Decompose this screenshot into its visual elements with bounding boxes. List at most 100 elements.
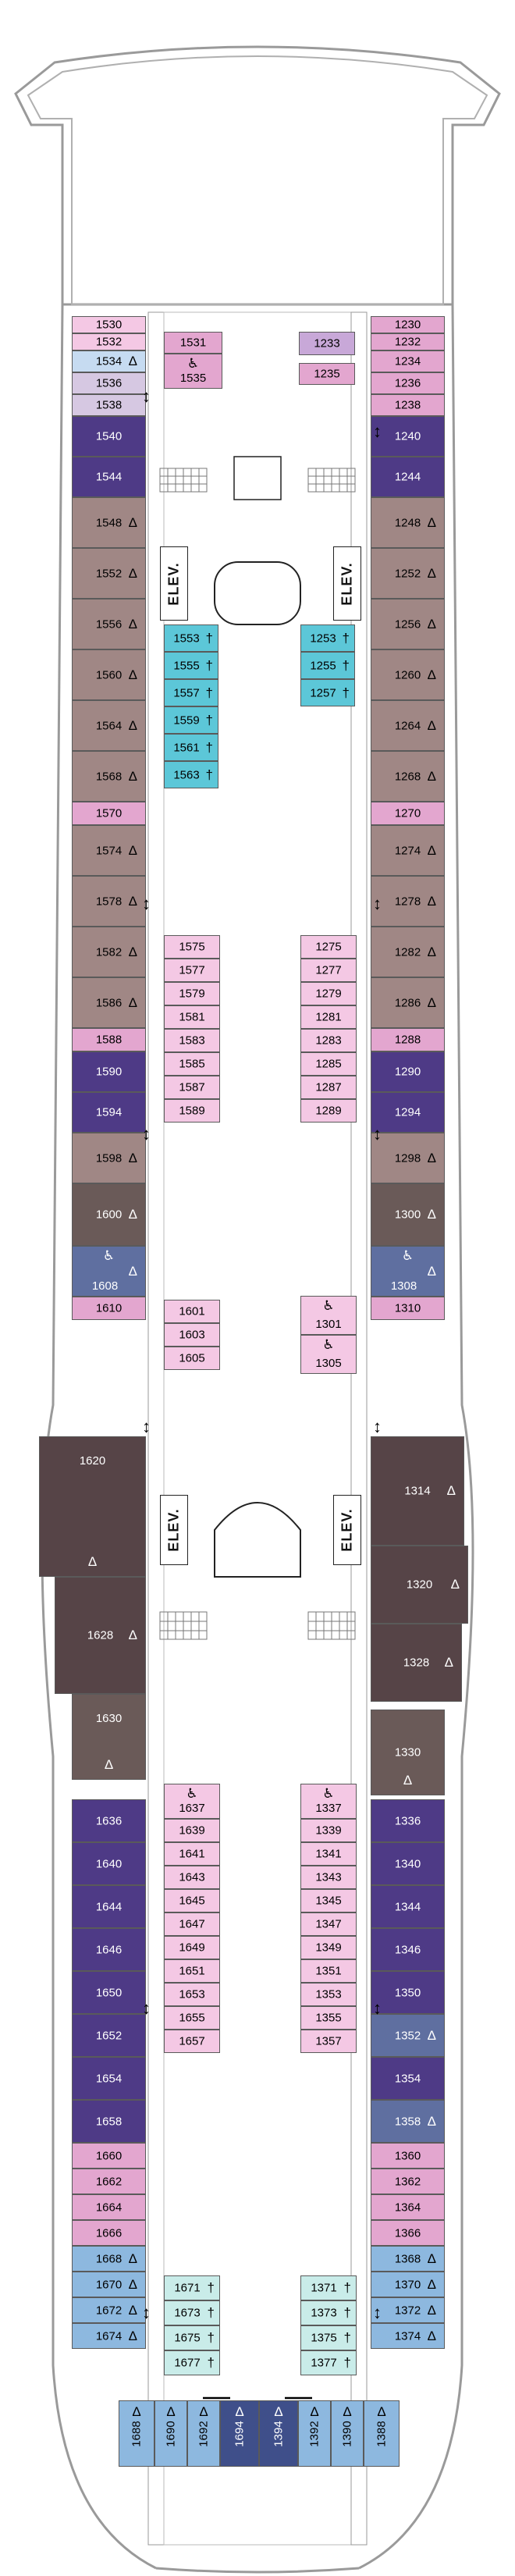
cabin-1366[interactable]: 1366 [371, 2220, 445, 2246]
cabin-1357[interactable]: 1357 [300, 2030, 357, 2053]
cabin-1345[interactable]: 1345 [300, 1889, 357, 1912]
cabin-1601[interactable]: 1601 [164, 1300, 220, 1323]
cabin-1253[interactable]: 1253† [300, 624, 355, 652]
cabin-1594[interactable]: 1594 [72, 1092, 146, 1133]
cabin-1351[interactable]: 1351 [300, 1959, 357, 1983]
cabin-1664[interactable]: 1664 [72, 2194, 146, 2220]
cabin-1364[interactable]: 1364 [371, 2194, 445, 2220]
cabin-1605[interactable]: 1605 [164, 1347, 220, 1370]
cabin-1375[interactable]: 1375† [300, 2325, 357, 2350]
cabin-1647[interactable]: 1647 [164, 1912, 220, 1936]
cabin-1240[interactable]: 1240 [371, 416, 445, 457]
cabin-1645[interactable]: 1645 [164, 1889, 220, 1912]
cabin-1654[interactable]: 1654 [72, 2057, 146, 2100]
cabin-1340[interactable]: 1340 [371, 1842, 445, 1885]
cabin-1636[interactable]: 1636 [72, 1799, 146, 1842]
cabin-1305[interactable]: 1305♿ [300, 1335, 357, 1374]
cabin-1339[interactable]: 1339 [300, 1819, 357, 1842]
cabin-1536[interactable]: 1536 [72, 372, 146, 394]
cabin-1639[interactable]: 1639 [164, 1819, 220, 1842]
cabin-1255[interactable]: 1255† [300, 652, 355, 679]
cabin-1577[interactable]: 1577 [164, 959, 220, 982]
cabin-1236[interactable]: 1236 [371, 372, 445, 394]
cabin-1234[interactable]: 1234 [371, 350, 445, 372]
cabin-1353[interactable]: 1353 [300, 1983, 357, 2006]
cabin-1585[interactable]: 1585 [164, 1052, 220, 1076]
cabin-1347[interactable]: 1347 [300, 1912, 357, 1936]
cabin-1658[interactable]: 1658 [72, 2100, 146, 2143]
cabin-1650[interactable]: 1650 [72, 1971, 146, 2014]
cabin-1230[interactable]: 1230 [371, 316, 445, 333]
cabin-1285[interactable]: 1285 [300, 1052, 357, 1076]
cabin-1644[interactable]: 1644 [72, 1885, 146, 1928]
cabin-1532[interactable]: 1532 [72, 333, 146, 350]
cabin-1232[interactable]: 1232 [371, 333, 445, 350]
cabin-1540[interactable]: 1540 [72, 416, 146, 457]
cabin-1287[interactable]: 1287 [300, 1076, 357, 1099]
cabin-1238[interactable]: 1238 [371, 394, 445, 416]
cabin-1341[interactable]: 1341 [300, 1842, 357, 1866]
cabin-1360[interactable]: 1360 [371, 2143, 445, 2169]
cabin-1373[interactable]: 1373† [300, 2300, 357, 2325]
cabin-1336[interactable]: 1336 [371, 1799, 445, 1842]
cabin-1355[interactable]: 1355 [300, 2006, 357, 2030]
cabin-1538[interactable]: 1538 [72, 394, 146, 416]
cabin-1561[interactable]: 1561† [164, 734, 218, 761]
cabin-1637[interactable]: 1637♿ [164, 1784, 220, 1819]
cabin-1643[interactable]: 1643 [164, 1866, 220, 1889]
cabin-1290[interactable]: 1290 [371, 1051, 445, 1092]
cabin-1646[interactable]: 1646 [72, 1928, 146, 1971]
cabin-1354[interactable]: 1354 [371, 2057, 445, 2100]
cabin-1257[interactable]: 1257† [300, 679, 355, 706]
cabin-1563[interactable]: 1563† [164, 761, 218, 788]
cabin-1343[interactable]: 1343 [300, 1866, 357, 1889]
cabin-1377[interactable]: 1377† [300, 2350, 357, 2375]
cabin-1288[interactable]: 1288 [371, 1028, 445, 1051]
cabin-1557[interactable]: 1557† [164, 679, 218, 706]
cabin-1555[interactable]: 1555† [164, 652, 218, 679]
cabin-1671[interactable]: 1671† [164, 2275, 220, 2300]
cabin-1649[interactable]: 1649 [164, 1936, 220, 1959]
cabin-1530[interactable]: 1530 [72, 316, 146, 333]
cabin-1589[interactable]: 1589 [164, 1099, 220, 1123]
cabin-1279[interactable]: 1279 [300, 982, 357, 1005]
cabin-1275[interactable]: 1275 [300, 935, 357, 959]
cabin-1587[interactable]: 1587 [164, 1076, 220, 1099]
cabin-1655[interactable]: 1655 [164, 2006, 220, 2030]
cabin-1337[interactable]: 1337♿ [300, 1784, 357, 1819]
cabin-1294[interactable]: 1294 [371, 1092, 445, 1133]
